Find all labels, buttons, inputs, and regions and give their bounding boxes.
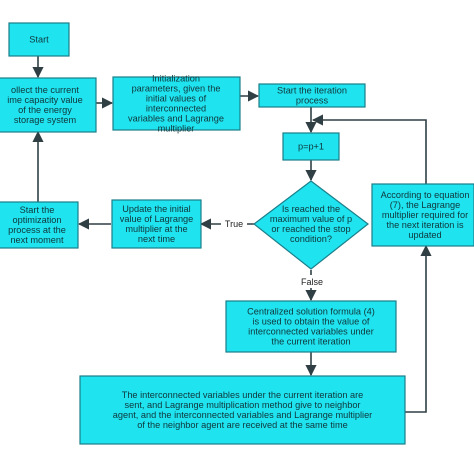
node-text-line: Start the xyxy=(20,205,55,215)
node-text-line: multiplier at the xyxy=(125,224,187,234)
false-label-bg xyxy=(299,275,325,288)
node-text-line: process xyxy=(296,96,329,106)
node-text-line: process at the xyxy=(8,225,66,235)
node-text-line: updated xyxy=(408,230,441,240)
node-text-line: (7), the Lagrange xyxy=(390,200,461,210)
node-text-line: Centralized solution formula (4) xyxy=(247,307,375,317)
node-text-line: interconnected variables under xyxy=(248,327,374,337)
node-text-line: multiplier required for xyxy=(382,210,468,220)
node-text-line: next time xyxy=(138,234,175,244)
node-text-line: variables and Lagrange xyxy=(128,114,224,124)
node-text-line: Start the iteration xyxy=(277,86,347,96)
node-text-line: According to equation xyxy=(381,190,470,200)
node-text-line: the next iteration is xyxy=(386,220,464,230)
node-text-line: optimization xyxy=(12,215,61,225)
node-text-line: Update the initial xyxy=(122,204,190,214)
node-text-line: is used to obtain the value of xyxy=(253,317,370,327)
false-label: False xyxy=(301,277,323,287)
edge-interconnected-to-according xyxy=(405,244,432,413)
node-text-line: Initialization xyxy=(152,74,200,84)
node-text-line: agent, and the interconnected variables … xyxy=(113,410,372,420)
node-text-line: p=p+1 xyxy=(298,142,324,152)
node-text-line: condition? xyxy=(290,234,332,244)
node-text-line: ollect the current xyxy=(11,85,79,95)
true-label-bg xyxy=(221,217,247,230)
node-text-line: interconnected xyxy=(146,104,206,114)
node-increment-p: p=p+1 xyxy=(282,132,340,161)
node-text-line: parameters, given the xyxy=(132,84,221,94)
node-text-line: of the neighbor agent are received at th… xyxy=(137,420,347,430)
interconnected-variables-label: The interconnected variables under the c… xyxy=(113,390,372,430)
node-text-line: the current iteration xyxy=(271,337,350,347)
node-text-line: ime capacity value xyxy=(7,95,83,105)
node-text-line: value of Lagrange xyxy=(120,214,194,224)
node-text-line: Is reached the xyxy=(282,204,340,214)
node-interconnected-variables: The interconnected variables under the c… xyxy=(79,375,406,445)
node-start: Start xyxy=(8,22,70,57)
node-text-line: storage system xyxy=(14,115,77,125)
centralized-solution-label: Centralized solution formula (4)is used … xyxy=(247,307,375,347)
start-label: Start xyxy=(29,35,49,45)
node-text-line: multiplier xyxy=(158,124,195,134)
node-text-line: The interconnected variables under the c… xyxy=(122,390,364,400)
node-text-line: or reached the stop xyxy=(271,224,350,234)
node-centralized-solution: Centralized solution formula (4)is used … xyxy=(225,300,397,353)
node-text-line: initial values of xyxy=(146,94,207,104)
node-text-line: maximum value of p xyxy=(270,214,352,224)
node-text-line: sent, and Lagrange multiplication method… xyxy=(125,400,361,410)
node-text-line: Start xyxy=(29,35,49,45)
edge-according-to-increment xyxy=(311,114,427,184)
node-text-line: of the energy xyxy=(18,105,72,115)
increment-p-label: p=p+1 xyxy=(298,142,324,152)
true-label: True xyxy=(225,219,243,229)
node-text-line: next moment xyxy=(10,235,64,245)
